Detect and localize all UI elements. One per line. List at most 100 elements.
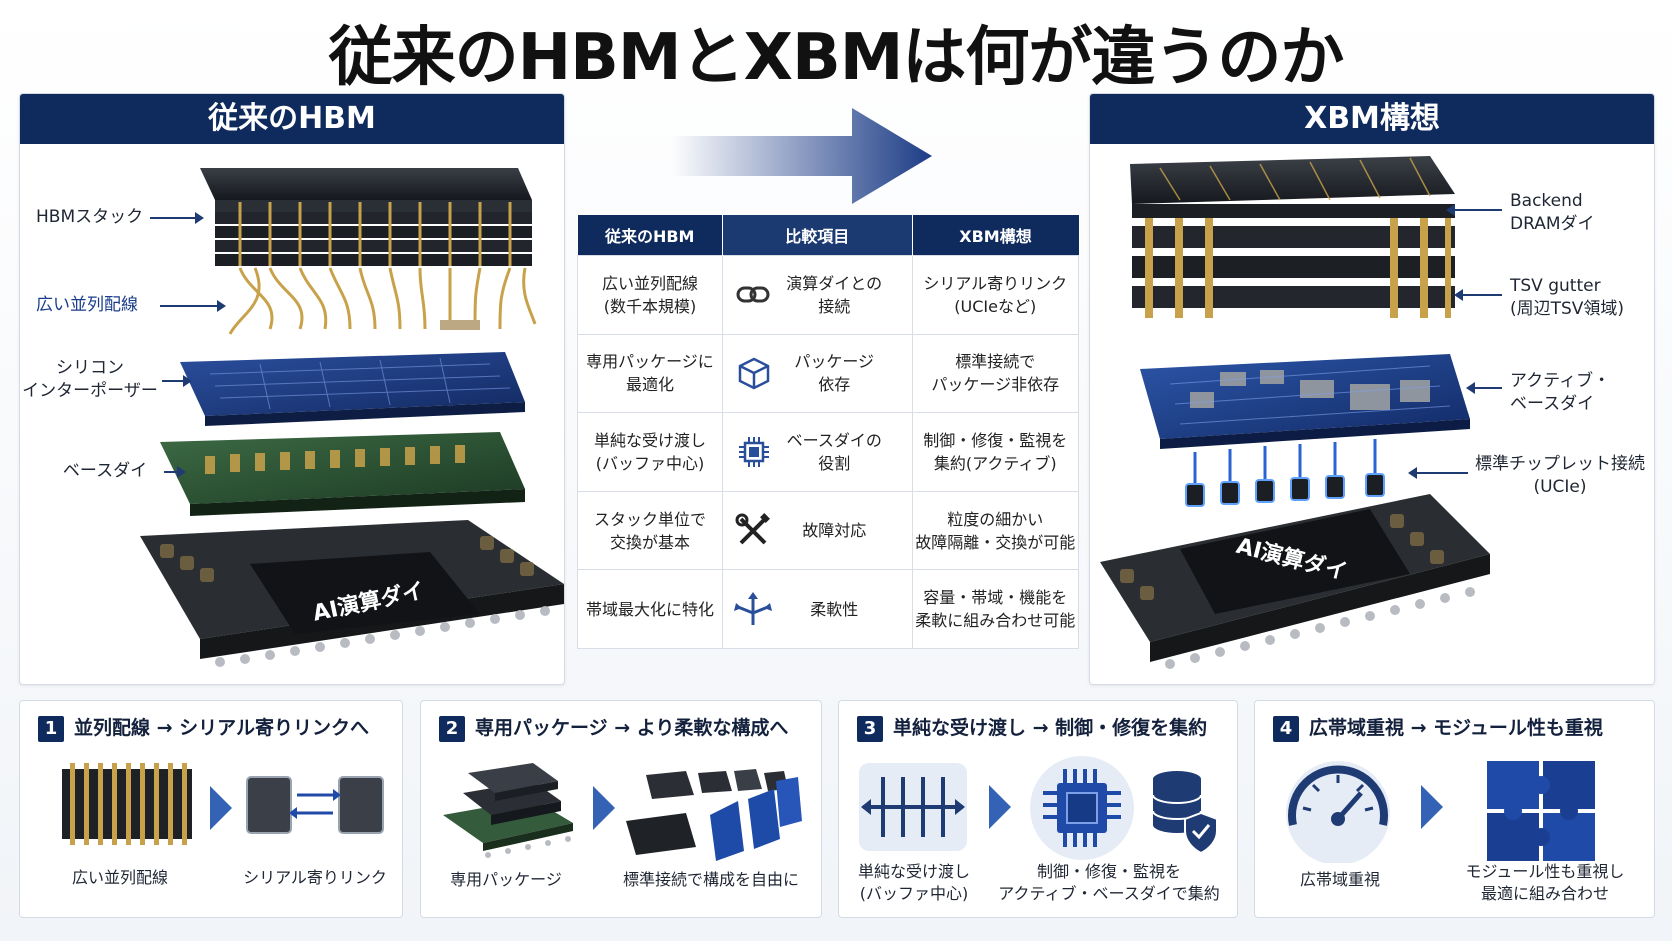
cell-text: 集約(アクティブ): [933, 453, 1057, 473]
cell-text: 帯域最大化に特化: [585, 599, 714, 619]
dedicated-package-icon: [443, 763, 573, 858]
leader-backend: [1446, 204, 1502, 216]
page-title: 従来のHBMとXBMは何が違うのか: [328, 21, 1345, 95]
ucie-connectors: [1185, 439, 1385, 507]
hbm-stack: [200, 168, 532, 266]
step-title: 単純な受け渡し → 制御・修復を集約: [893, 717, 1208, 739]
hbm-stack-illustration: AI演算ダイ: [140, 168, 564, 667]
step1-caption-right: シリアル寄りリンク: [243, 868, 387, 887]
table-row: 単純な受け渡し (バッファ中心) ベースダイの役割 制御・修復・監視を集約(アクテ…: [577, 412, 1079, 492]
cell-text: パッケージ: [794, 352, 875, 372]
cell-text: 接続: [818, 296, 851, 316]
cell-text: 依存: [818, 375, 851, 395]
step3-caption-right-1: 制御・修復・監視を: [1036, 862, 1181, 881]
step-arrow: [593, 786, 615, 830]
modular-chiplets-icon: [626, 769, 802, 861]
step-number: 4: [1273, 715, 1299, 742]
table-row: スタック単位で交換が基本 故障対応 粒度の細かい故障隔離・交換が可能: [577, 490, 1079, 571]
label-interposer-line2: インターポーザー: [22, 381, 158, 401]
step2-caption-left: 専用パッケージ: [450, 870, 562, 889]
control-chip-icon: [1030, 756, 1134, 860]
transition-arrow: [672, 108, 932, 204]
step-number: 2: [439, 715, 465, 742]
cell-text: (バッファ中心): [595, 453, 705, 473]
database-shield-icon: [1152, 771, 1218, 855]
step1-caption-left: 広い並列配線: [71, 868, 168, 887]
cell-text: 単純な受け渡し: [593, 430, 706, 450]
step-arrow: [989, 785, 1011, 829]
cell-text: 演算ダイとの: [786, 273, 883, 293]
label-ucie-line1: 標準チップレット接続: [1475, 454, 1645, 474]
cell-text: 専用パッケージに: [586, 352, 714, 372]
label-base-die: ベースダイ: [62, 461, 148, 481]
package-substrate: [140, 520, 564, 667]
tools-icon: [735, 512, 771, 555]
silicon-interposer: [180, 352, 525, 426]
step4-caption-right-1: モジュール性も重視し: [1465, 862, 1625, 881]
hbm-panel-heading: 従来のHBM: [20, 94, 564, 144]
cell-text: 標準接続で: [955, 352, 1036, 372]
table-row: 帯域最大化に特化 柔軟性 容量・帯域・機能を柔軟に組み合わせ可能: [577, 569, 1079, 649]
active-base-die: [1140, 354, 1470, 449]
step3-caption-left-2: (バッファ中心): [859, 884, 969, 903]
cell-text: 制御・修復・監視を: [923, 430, 1068, 450]
cell-text: 最適化: [625, 375, 674, 395]
xbm-panel-heading: XBM構想: [1090, 94, 1654, 144]
step-arrow: [1421, 785, 1443, 829]
cell-text: スタック単位で: [593, 509, 706, 529]
label-backend-line2: DRAMダイ: [1510, 214, 1595, 234]
puzzle-icon: [1487, 761, 1595, 861]
step3-caption-left-1: 単純な受け渡し: [857, 862, 970, 881]
step3-caption-right-2: アクティブ・ベースダイで集約: [998, 884, 1220, 903]
col-header-hbm: 従来のHBM: [577, 215, 723, 256]
step4-caption-left: 広帯域重視: [1299, 870, 1380, 889]
cell-text: 粒度の細かい: [947, 509, 1044, 529]
chip-icon: [737, 435, 771, 475]
link-icon: [735, 279, 771, 317]
leader-tsv: [1454, 289, 1502, 301]
hbm-panel: 従来のHBM: [19, 93, 565, 685]
col-header-item: 比較項目: [722, 215, 913, 256]
label-active-line2: ベースダイ: [1510, 394, 1595, 414]
step4-caption-right-2: 最適に組み合わせ: [1480, 884, 1609, 903]
label-hbm-stack: HBMスタック: [36, 207, 144, 227]
buffer-icon: [859, 763, 967, 851]
serial-link-icon: [246, 776, 384, 834]
step-card-2: 2 専用パッケージ → より柔軟な構成へ 専用パッケージ 標準接続で構成を自由に: [420, 700, 822, 918]
label-backend-line1: Backend: [1510, 191, 1583, 211]
leader-ucie: [1408, 467, 1468, 479]
cell-text: 役割: [818, 453, 851, 473]
label-parallel-wiring: 広い並列配線: [36, 295, 138, 315]
leader-active: [1466, 382, 1502, 394]
step-title: 広帯域重視 → モジュール性も重視: [1309, 717, 1603, 739]
cell-text: 容量・帯域・機能を: [923, 588, 1068, 608]
step-arrow: [210, 786, 232, 830]
label-tsv-line1: TSV gutter: [1510, 276, 1601, 296]
table-row: 専用パッケージに最適化 パッケージ依存 標準接続でパッケージ非依存: [577, 333, 1079, 414]
dram-stack: [1130, 156, 1455, 318]
step-card-4: 4 広帯域重視 → モジュール性も重視 広帯域重視 モジュール性も重視し 最適に組…: [1254, 700, 1655, 918]
parallel-wires-icon: [62, 763, 192, 845]
leader-base-die: [164, 466, 186, 478]
cell-text: 故障隔離・交換が可能: [915, 532, 1076, 552]
cube-icon: [737, 356, 771, 396]
step-title: 専用パッケージ → より柔軟な構成へ: [475, 717, 789, 739]
step-card-3: 3 単純な受け渡し → 制御・修復を集約 単純な受け渡し (バッファ中心) 制御・…: [838, 700, 1238, 918]
branch-arrows-icon: [733, 591, 773, 633]
xbm-package-substrate: [1100, 494, 1490, 669]
comparison-table: 従来のHBM 比較項目 XBM構想 広い並列配線(数千本規模) 演算ダイとの接続…: [577, 215, 1079, 649]
cell-text: ベースダイの: [786, 430, 882, 450]
cell-text: 柔軟性: [810, 599, 859, 619]
xbm-panel: XBM構想: [1089, 93, 1655, 685]
leader-hbm-stack: [150, 212, 204, 224]
xbm-stack-illustration: AI演算ダイ: [1100, 156, 1490, 669]
step-number: 3: [857, 715, 883, 742]
label-ucie-line2: (UCIe): [1533, 477, 1587, 497]
label-tsv-line2: (周辺TSV領域): [1510, 299, 1625, 319]
leader-parallel-wiring: [160, 300, 226, 312]
step2-caption-right: 標準接続で構成を自由に: [622, 870, 799, 889]
cell-text: (UCIeなど): [954, 296, 1037, 316]
col-header-xbm: XBM構想: [912, 215, 1079, 256]
step-number: 1: [38, 715, 64, 742]
